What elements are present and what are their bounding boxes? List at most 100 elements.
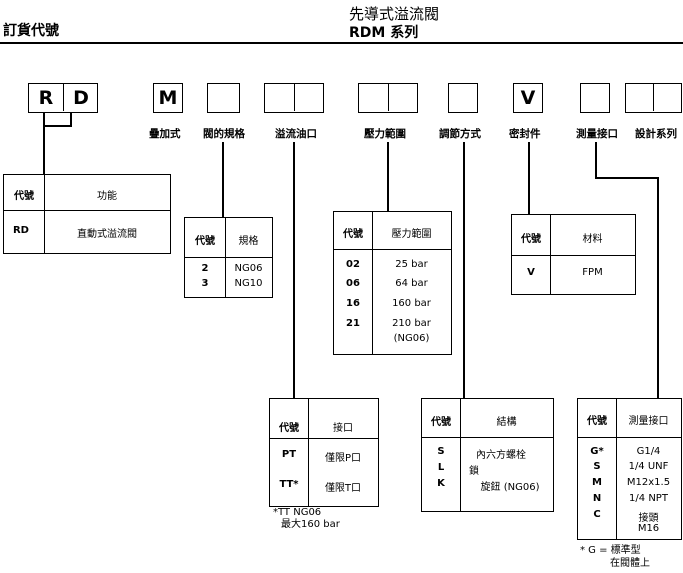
connector-d [70,113,72,126]
code-box-gauge [580,83,610,113]
pressure-code: 02 [346,259,360,270]
port-name: 僅限P口 [324,453,362,464]
header-code: 代號 [521,234,541,245]
size-code: 3 [201,278,209,289]
code-box-series [625,83,682,113]
adjust-code: L [437,462,445,473]
table-header [578,399,681,438]
connector-valve-size [222,142,224,218]
gauge-table: 代號 測量接口 G* G1/4 S 1/4 UNF M M12x1.5 N 1/… [577,398,682,540]
connector-rd-join [43,125,72,127]
function-code: RD [12,225,29,236]
size-table: 代號 規格 2 NG06 3 NG10 [184,217,273,298]
port-note-line1: *TT NG06 [273,507,322,518]
order-code-heading: 訂貨代號 [3,23,59,39]
gauge-name: G1/4 [636,446,661,457]
gauge-code: M [592,477,602,488]
code-box-rd: R D [28,83,98,113]
table-header [185,218,272,258]
header-pressure: 壓力範圍 [391,229,432,240]
header-material: 材料 [582,234,603,245]
pressure-value-note: (NG06) [393,333,430,344]
connector-r [43,113,45,175]
header-structure: 結構 [496,417,517,428]
table-header [4,175,170,211]
header-code: 代號 [431,417,451,428]
seal-material: FPM [582,267,603,278]
pressure-table: 代號 壓力範圍 02 25 bar 06 64 bar 16 160 bar 2… [333,211,452,355]
label-series: 設計系列 [635,128,677,140]
connector-gauge-across [595,177,658,179]
code-letter-d: D [73,86,89,109]
seal-code: V [527,267,535,278]
port-name: 僅限T口 [324,483,362,494]
gauge-code: G* [590,446,604,457]
page-title: 先導式溢流閥 [349,5,440,23]
pressure-value: 64 bar [395,278,428,289]
label-port: 溢流油口 [275,128,317,140]
gauge-code: S [593,461,601,472]
header-size: 規格 [238,236,259,247]
pressure-code: 16 [346,298,360,309]
port-code: PT [281,449,297,460]
connector-gauge-down [595,142,597,178]
header-rule [0,42,683,44]
adjust-name: 內六方螺栓 [476,450,526,461]
label-adjust: 調節方式 [439,128,481,140]
adjust-table: 代號 結構 S 內六方螺栓 L 鎖 K 旋鈕 (NG06) [421,398,554,512]
label-pressure: 壓力範圍 [364,128,406,140]
size-name: NG06 [234,263,263,274]
code-box-port [264,83,324,113]
gauge-name: 接頭 [638,513,659,524]
label-seal: 密封件 [509,128,541,140]
page-subtitle: RDM 系列 [349,25,419,41]
gauge-note-line2: 在閥體上 [610,558,650,569]
gauge-name: M12x1.5 [626,477,671,488]
connector-port [293,142,295,398]
port-code: TT* [279,479,299,490]
code-box-m: M [153,83,183,113]
code-letter-r: R [38,86,54,109]
header-function: 功能 [97,191,117,202]
gauge-code: N [592,493,602,504]
adjust-name: 鎖 [469,466,479,477]
adjust-code: K [437,478,445,489]
connector-adjust [463,142,465,398]
header-port: 接口 [333,423,353,434]
header-code: 代號 [279,423,299,434]
code-box-adjust [448,83,478,113]
code-box-pressure [358,83,418,113]
label-valve-size: 閥的規格 [203,128,245,140]
pressure-value: 160 bar [392,298,431,309]
header-code: 代號 [195,236,215,247]
function-table: 代號 功能 RD 直動式溢流閥 [3,174,171,254]
adjust-name: 旋鈕 (NG06) [480,482,540,493]
gauge-name: 1/4 NPT [629,493,668,504]
table-header [270,399,378,439]
function-name: 直動式溢流閥 [77,229,137,240]
header-gauge: 測量接口 [628,416,669,427]
connector-seal [528,142,530,214]
connector-pressure [387,142,389,212]
header-code: 代號 [343,229,363,240]
table-header [334,212,451,250]
table-header [422,399,553,438]
seal-table: 代號 材料 V FPM [511,214,636,295]
gauge-code: C [593,509,601,520]
port-note-line2: 最大160 bar [281,519,340,530]
size-code: 2 [201,263,209,274]
gauge-name: 1/4 UNF [628,461,669,472]
pressure-value: 25 bar [395,259,428,270]
pressure-code: 06 [346,278,360,289]
pressure-code: 21 [346,318,360,329]
gauge-note-line1: * G = 標準型 [580,545,641,556]
code-box-v: V [513,83,543,113]
label-stack: 疊加式 [149,128,181,140]
size-name: NG10 [234,278,263,289]
header-code: 代號 [587,416,607,427]
label-gauge: 測量接口 [576,128,618,140]
gauge-name-extra: M16 [637,523,660,534]
pressure-value: 210 bar [392,318,431,329]
port-table: 代號 接口 PT 僅限P口 TT* 僅限T口 [269,398,379,507]
